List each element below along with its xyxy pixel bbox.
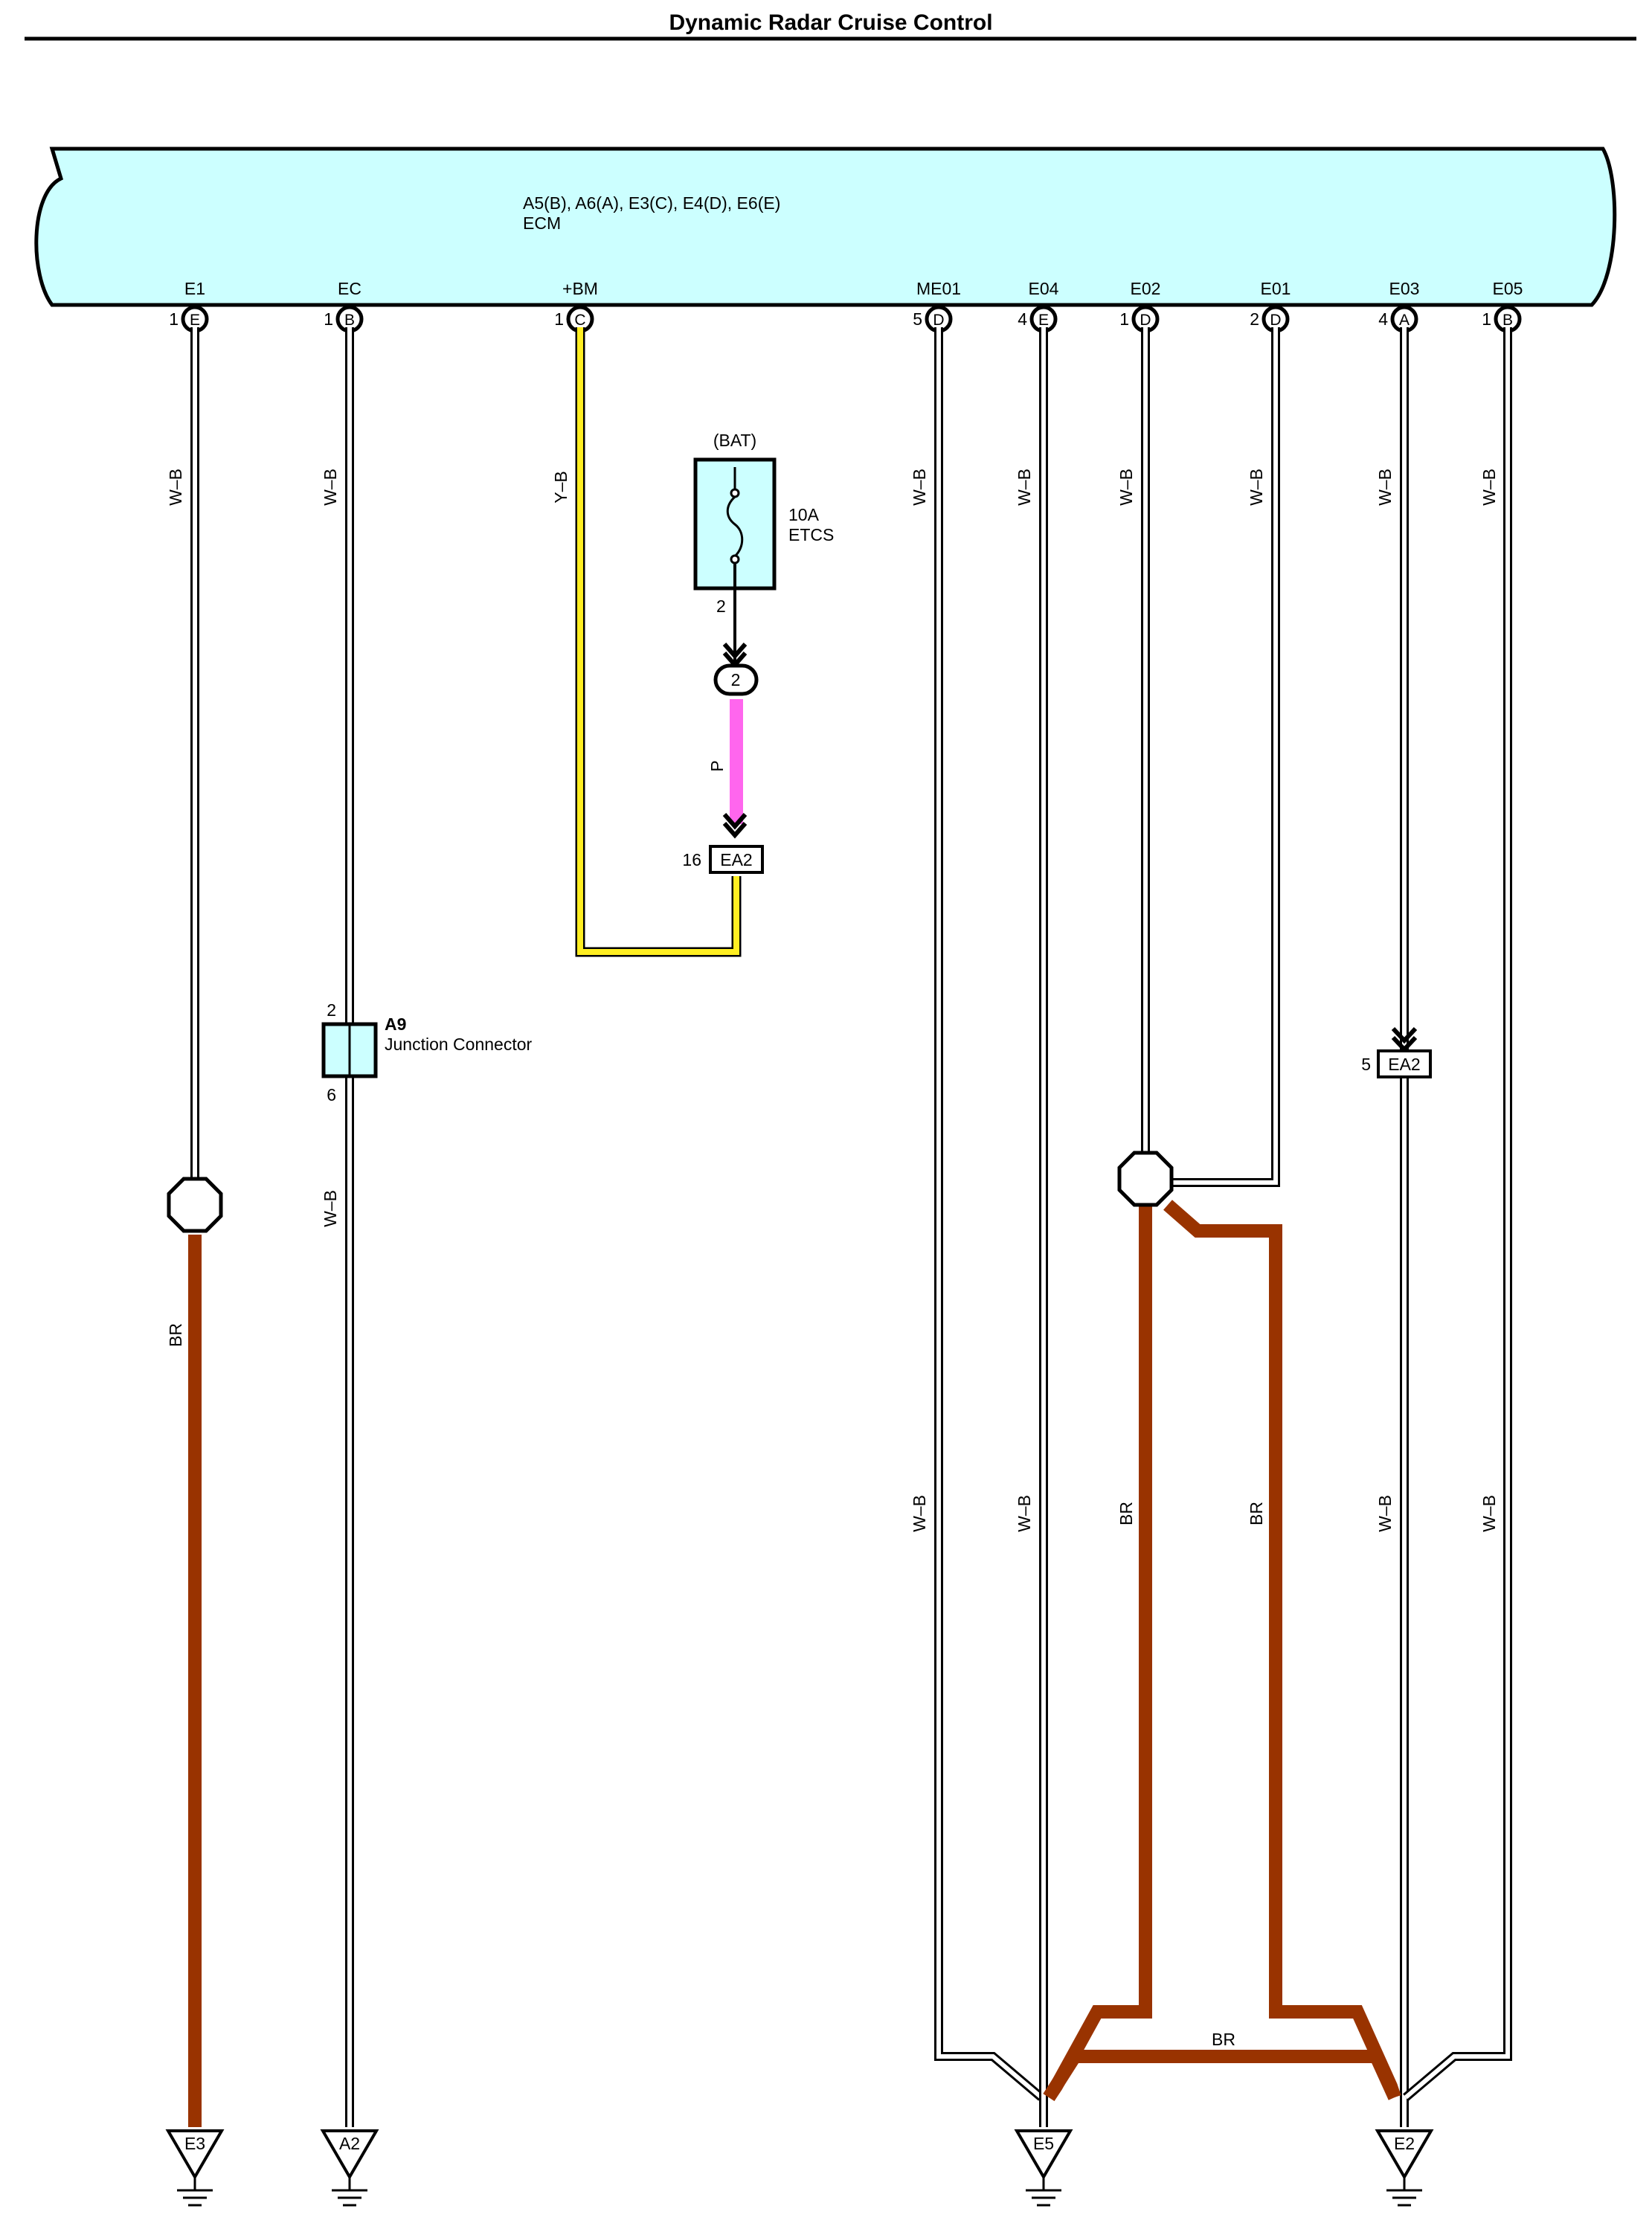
arrow-down-icon (722, 643, 748, 660)
ea2-right-pin: 5 (1361, 1055, 1371, 1074)
wire-color-label: P (707, 760, 727, 771)
terminal-name: E05 (1493, 279, 1523, 298)
terminal-pin: 1 (324, 309, 333, 329)
fuse-pin-out: 2 (716, 596, 726, 616)
terminal-pin: 1 (1119, 309, 1129, 329)
ground-label: A2 (339, 2134, 360, 2153)
terminal-pin: 4 (1378, 309, 1388, 329)
ea2-top-pin: 16 (682, 850, 701, 869)
wire-color-label: Y–B (551, 471, 571, 503)
terminal-name: +BM (562, 279, 598, 298)
wire-color-label: BR (166, 1323, 185, 1347)
a9-pin-top: 2 (327, 1000, 336, 1020)
wire-yb-fill (577, 327, 739, 955)
terminal-pin: 4 (1018, 309, 1027, 329)
terminal-conn-letter: D (1140, 312, 1151, 329)
ea2-right-connector (1377, 1049, 1432, 1078)
wire-color-label: W–B (1015, 469, 1034, 506)
terminal-conn-letter: E (1038, 312, 1049, 329)
terminal-name: E01 (1261, 279, 1291, 298)
terminal-conn-letter: A (1399, 312, 1410, 329)
wire-color-label: W–B (910, 1495, 929, 1532)
fuse-name: ETCS (788, 525, 834, 544)
wire-color-label: W–B (1375, 469, 1395, 506)
wire-color-label: W–B (1247, 469, 1266, 506)
terminal-pin: 1 (554, 309, 564, 329)
terminal-conn-letter: B (344, 312, 355, 329)
ground-icon: A2 (321, 2129, 378, 2207)
diagram-title: Dynamic Radar Cruise Control (669, 10, 992, 35)
wire-color-label: BR (1247, 1502, 1266, 1525)
wire-color-label: W–B (1116, 469, 1136, 506)
a9-pin-bottom: 6 (327, 1085, 336, 1104)
ea2-right-label: EA2 (1388, 1055, 1420, 1074)
wire-color-label: W–B (1479, 1495, 1499, 1532)
fuse-source: (BAT) (713, 431, 756, 450)
ecm-terminals: E1E1ECB1+BMC1ME01D5E04E4E02D1E01D2E03A4E… (169, 279, 1523, 333)
wire-labels: W–B W–B Y–B W–B W–B W–B W–B W–B W–B P W–B BR W–B W–B B… (166, 469, 1499, 2049)
splice-e02 (1117, 1151, 1174, 1207)
wire-color-label: W–B (166, 469, 185, 506)
wb-wires (190, 327, 1512, 2127)
ecm-connectors: A5(B), A6(A), E3(C), E4(D), E6(E) (523, 193, 780, 213)
arrow-down-icon (1391, 1026, 1418, 1044)
fuse-icon (726, 495, 744, 558)
ground-icon: E5 (1015, 2129, 1072, 2207)
terminal-conn-letter: C (574, 312, 585, 329)
wire-color-label: W–B (321, 1190, 340, 1227)
terminal-conn-letter: D (933, 312, 944, 329)
ground-label: E3 (184, 2134, 205, 2153)
terminal-pin: 1 (169, 309, 179, 329)
terminal-name: E02 (1131, 279, 1161, 298)
a9-id: A9 (385, 1014, 406, 1034)
ground-label: E5 (1033, 2134, 1054, 2153)
ea2-top-label: EA2 (720, 850, 752, 869)
wire-color-label: BR (1116, 1502, 1136, 1525)
wire-color-label: W–B (1015, 1495, 1034, 1532)
terminal-name: E1 (184, 279, 205, 298)
grounds: E3 A2 E5 E2 (167, 2129, 1433, 2207)
wire-color-label: W–B (1479, 469, 1499, 506)
ecm-name: ECM (523, 213, 561, 233)
a9-name: Junction Connector (385, 1035, 533, 1054)
wire-color-label: W–B (1375, 1495, 1395, 1532)
wire-color-label: W–B (321, 469, 340, 506)
ea2-top-connector (709, 845, 764, 874)
terminal-name: E03 (1389, 279, 1420, 298)
junction-block-terminal (713, 663, 759, 696)
wire-color-label: W–B (910, 469, 929, 506)
terminal-conn-letter: E (190, 312, 200, 329)
ground-icon: E2 (1376, 2129, 1433, 2207)
ecm-box (34, 147, 1617, 307)
splice-e1 (167, 1177, 223, 1233)
terminal-conn-letter: B (1502, 312, 1513, 329)
terminal-conn-letter: D (1270, 312, 1281, 329)
arrow-down-icon (722, 822, 748, 839)
junction-block-pin: 2 (731, 670, 741, 689)
wire-color-label: BR (1212, 2030, 1235, 2049)
ground-icon: E3 (167, 2129, 223, 2207)
terminal-name: EC (338, 279, 361, 298)
terminal-pin: 2 (1250, 309, 1259, 329)
terminal-name: E04 (1029, 279, 1059, 298)
br-wires (188, 1200, 1401, 2127)
terminal-name: ME01 (916, 279, 961, 298)
fuse-contact-bottom (730, 554, 740, 565)
terminal-pin: 5 (913, 309, 922, 329)
fuse-contact-top (730, 488, 740, 498)
arrow-down-icon (722, 813, 748, 830)
ground-label: E2 (1394, 2134, 1415, 2153)
fuse-rating: 10A (788, 505, 820, 524)
terminal-pin: 1 (1482, 309, 1491, 329)
